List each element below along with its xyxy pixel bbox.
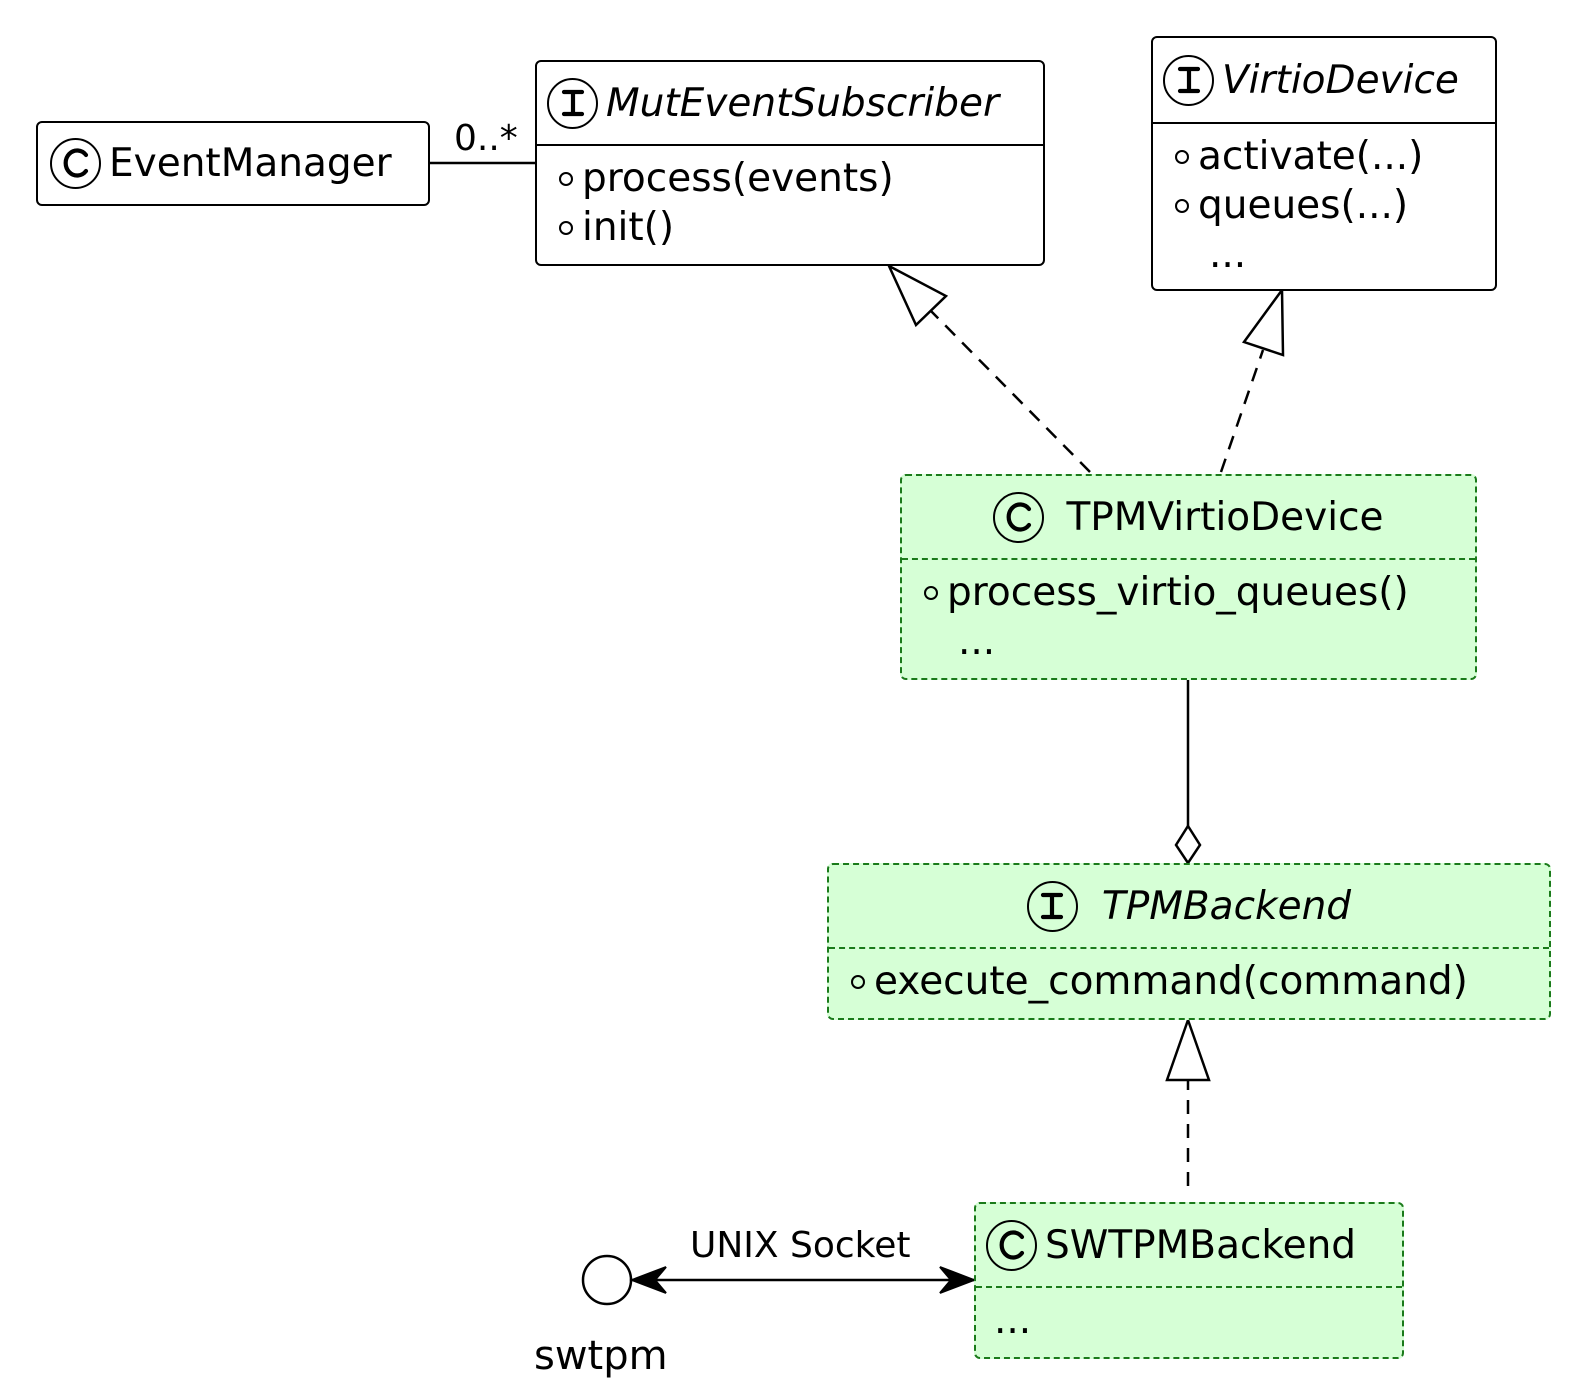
separator (1153, 122, 1495, 124)
method-item: queues(...) (1175, 181, 1495, 230)
i-letter-icon (1177, 66, 1200, 94)
method-list: activate(...) queues(...) ... (1153, 124, 1495, 279)
class-stereotype-icon (993, 491, 1045, 543)
socket-arrow-right (939, 1266, 977, 1294)
method-signature: process(events) (582, 156, 894, 201)
public-visibility-icon (1175, 198, 1189, 213)
class-name: EventManager (109, 140, 392, 186)
public-visibility-icon (559, 171, 573, 186)
separator (537, 144, 1043, 146)
public-visibility-icon (851, 974, 865, 989)
method-signature: execute_command(command) (874, 959, 1468, 1004)
class-swtpm-backend: SWTPMBackend ... (974, 1202, 1404, 1359)
class-header: EventManager (38, 123, 428, 203)
more-members-ellipsis: ... (994, 1298, 1032, 1343)
separator (829, 947, 1549, 949)
realization-line-mut-event-subscriber (929, 309, 1091, 473)
interface-stereotype-icon (547, 77, 598, 129)
class-header: SWTPMBackend (976, 1204, 1402, 1286)
method-item: execute_command(command) (851, 957, 1549, 1006)
interface-name: VirtioDevice (1222, 57, 1459, 103)
method-item: activate(...) (1175, 132, 1495, 181)
method-signature: process_virtio_queues() (947, 570, 1409, 615)
class-header: TPMVirtioDevice (902, 476, 1475, 558)
swtpm-label: swtpm (534, 1333, 668, 1379)
c-letter-icon (1006, 502, 1032, 532)
interface-stereotype-icon (1026, 880, 1078, 932)
c-letter-icon (999, 1230, 1024, 1260)
realization-arrowhead-virtio-device (1241, 286, 1285, 357)
interface-stereotype-icon (1163, 54, 1214, 106)
i-letter-icon (561, 89, 584, 117)
method-signature: queues(...) (1198, 183, 1409, 228)
realization-line-virtio-device (1219, 349, 1265, 473)
class-stereotype-icon (50, 137, 101, 189)
class-tpm-virtio-device: TPMVirtioDevice process_virtio_queues() … (900, 474, 1477, 680)
class-event-manager: EventManager (36, 121, 430, 206)
public-visibility-icon (1175, 149, 1189, 164)
interface-tpm-backend: TPMBackend execute_command(command) (827, 863, 1551, 1020)
i-letter-icon (1041, 892, 1064, 920)
c-letter-icon (63, 148, 88, 178)
separator (902, 558, 1475, 560)
class-name: TPMVirtioDevice (1066, 494, 1384, 540)
method-signature: init() (582, 205, 675, 250)
realization-arrowhead-mut-event-subscriber (886, 263, 949, 328)
swtpm-interface-circle (581, 1254, 633, 1306)
method-item: process_virtio_queues() (924, 568, 1475, 617)
public-visibility-icon (924, 585, 938, 600)
more-members-ellipsis: ... (1209, 232, 1247, 277)
class-name: SWTPMBackend (1045, 1222, 1357, 1268)
method-signature: activate(...) (1198, 134, 1424, 179)
method-list: process(events) init() (537, 146, 1043, 252)
realization-arrowhead-tpm-backend (1165, 1016, 1211, 1082)
class-stereotype-icon (986, 1219, 1037, 1271)
socket-label: UNIX Socket (690, 1225, 911, 1266)
multiplicity-label: 0..* (454, 118, 518, 159)
more-members-ellipsis: ... (958, 619, 996, 664)
interface-name: MutEventSubscriber (606, 80, 1000, 126)
member-list: ... (976, 1288, 1402, 1345)
method-item: process(events) (559, 154, 1043, 203)
interface-header: VirtioDevice (1153, 38, 1495, 122)
socket-arrow-left (629, 1266, 667, 1294)
interface-virtio-device: VirtioDevice activate(...) queues(...) .… (1151, 36, 1497, 291)
interface-header: MutEventSubscriber (537, 62, 1043, 144)
method-list: process_virtio_queues() ... (902, 560, 1475, 666)
interface-name: TPMBackend (1101, 883, 1352, 929)
separator (976, 1286, 1402, 1288)
method-list: execute_command(command) (829, 949, 1549, 1006)
interface-mut-event-subscriber: MutEventSubscriber process(events) init(… (535, 60, 1045, 266)
interface-header: TPMBackend (829, 865, 1549, 947)
aggregation-diamond (1174, 823, 1202, 866)
method-item: init() (559, 203, 1043, 252)
public-visibility-icon (559, 220, 573, 235)
